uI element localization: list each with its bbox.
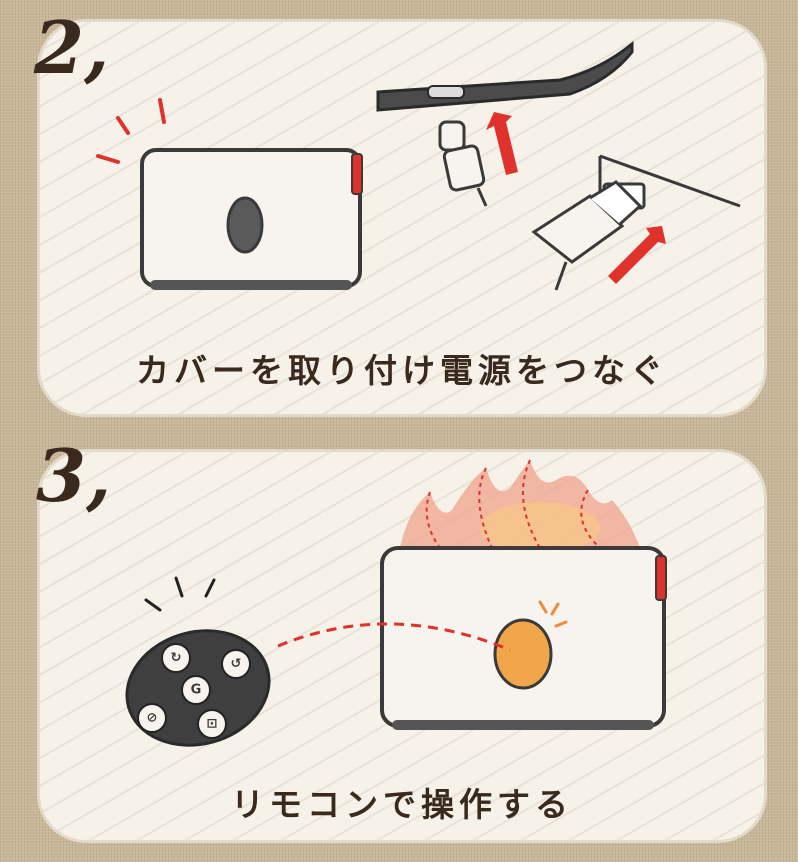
step-3-number: 3, xyxy=(36,433,112,518)
usb-c-plug xyxy=(438,120,488,207)
spark-marks-step2 xyxy=(96,98,166,164)
heater-device-step2 xyxy=(140,148,363,290)
remote-button-label: ⊡ xyxy=(207,717,218,732)
arrow-icon xyxy=(608,226,666,284)
heater-device-step3 xyxy=(380,546,667,730)
step-3-caption: リモコンで操作する xyxy=(231,785,573,824)
step-2-number: 2, xyxy=(34,5,110,90)
step-2-caption: カバーを取り付け電源をつなぐ xyxy=(136,351,668,390)
laptop-port xyxy=(376,40,634,112)
flame-effect xyxy=(400,459,640,554)
remote-button-label: ⊘ xyxy=(147,711,158,726)
remote-button-label: G xyxy=(191,683,202,698)
remote-button-label: ↻ xyxy=(171,651,182,666)
remote-buttons: ↻ ↺ G ⊘ ⊡ xyxy=(137,643,251,739)
signal-line xyxy=(277,622,511,652)
arrow-icon xyxy=(486,112,518,175)
power-adapter xyxy=(531,154,741,291)
remote-button-label: ↺ xyxy=(231,657,242,672)
step-2-panel xyxy=(40,22,764,414)
remote-signal-marks xyxy=(144,576,216,612)
led-sparks xyxy=(538,600,568,628)
